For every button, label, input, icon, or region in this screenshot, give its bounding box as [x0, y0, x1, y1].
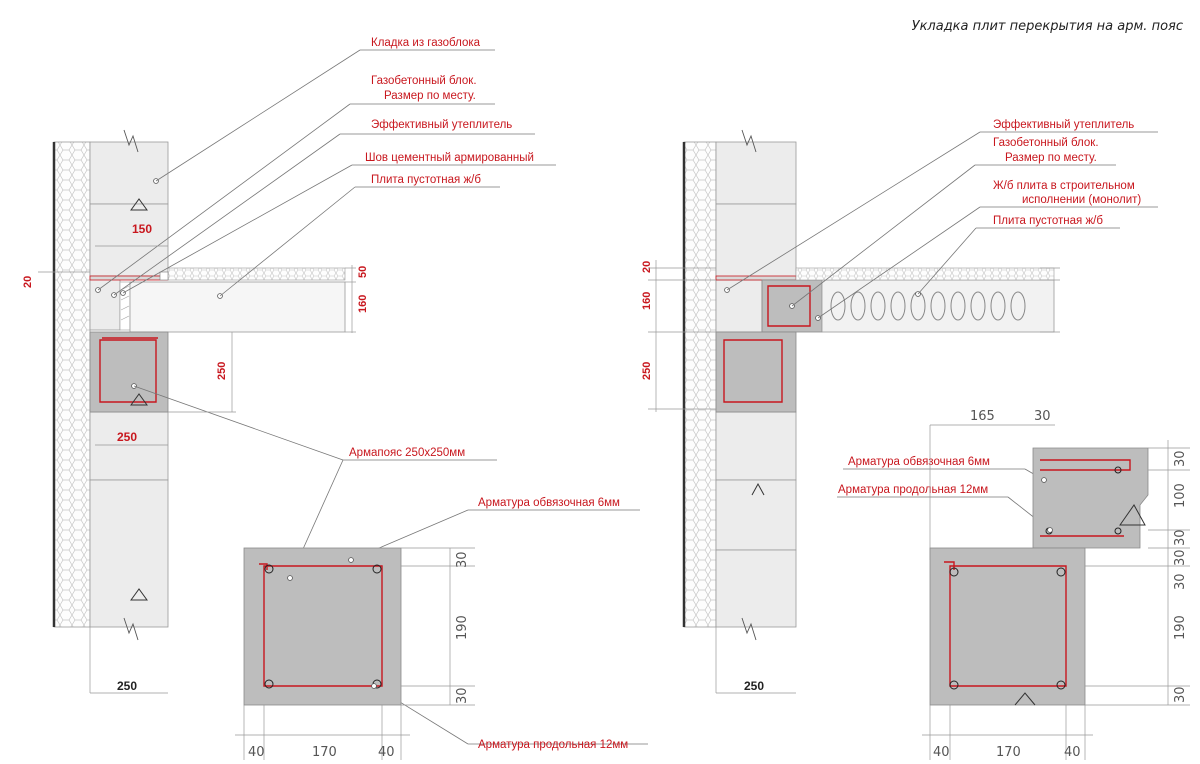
dim-250-bottom: 250 [117, 679, 137, 693]
right-leaders [726, 131, 1158, 531]
sect-dim-40-right: 40 [378, 745, 395, 760]
right-block-5 [715, 549, 797, 628]
left-level-marker-1 [130, 198, 148, 211]
r-dim-m30-b: 30 [1173, 529, 1188, 546]
r-sect-dim-40-left: 40 [933, 745, 950, 760]
dim-250-vertical: 250 [216, 362, 228, 380]
r-label-monolith-2: исполнении (монолит) [1022, 194, 1141, 206]
label-masonry: Кладка из газоблока [371, 37, 481, 49]
r-sect-dim-30-bottom: 30 [1173, 686, 1188, 703]
left-labels: Кладка из газоблока Газобетонный блок. Р… [349, 37, 628, 751]
right-hollow-slab [821, 279, 1055, 333]
right-block-2 [715, 203, 797, 279]
right-armo-belt [715, 331, 797, 413]
label-hollow-slab: Плита пустотная ж/б [371, 174, 481, 186]
right-wall-section [682, 129, 1055, 641]
dim-20: 20 [22, 276, 34, 288]
r-label-aerated-block-1: Газобетонный блок. [993, 137, 1099, 149]
right-aerated-block [715, 279, 763, 333]
right-block-3 [715, 411, 797, 481]
left-block-1 [89, 141, 169, 205]
dim-50: 50 [357, 266, 369, 278]
dim-150: 150 [132, 222, 152, 236]
right-dimensions: 20 160 250 250 [641, 260, 1060, 694]
right-cement-joint [715, 275, 797, 281]
left-wall-section [52, 129, 346, 641]
right-belt-section: 30 190 30 40 170 40 [922, 547, 1190, 760]
left-slab-screed [167, 267, 346, 281]
left-hollow-slab [129, 281, 346, 333]
left-wall-insulation [53, 141, 91, 628]
right-labels: Эффективный утеплитель Газобетонный блок… [838, 119, 1141, 496]
left-dimensions: 150 20 50 160 250 250 250 [22, 222, 369, 694]
sect-dim-40-left: 40 [248, 745, 265, 760]
sect-dim-30-bottom: 30 [455, 687, 470, 704]
dim-160: 160 [357, 295, 369, 313]
dim-250-belt: 250 [117, 430, 137, 444]
drawing-title: Укладка плит перекрытия на арм. пояс [912, 19, 1183, 34]
r-label-insulation: Эффективный утеплитель [993, 119, 1134, 131]
left-armo-belt [89, 331, 169, 413]
r-dim-m100: 100 [1173, 483, 1188, 508]
r-sect-dim-40-right: 40 [1064, 745, 1081, 760]
r-dim-m30-c: 30 [1173, 549, 1188, 566]
r-dim-250-bottom: 250 [744, 679, 764, 693]
r-label-hollow-slab: Плита пустотная ж/б [993, 215, 1103, 227]
r-dim-30-top: 30 [1034, 409, 1051, 424]
sect-dim-170: 170 [312, 745, 337, 760]
r-dim-m30-a: 30 [1173, 450, 1188, 467]
label-long-rebar: Арматура продольная 12мм [478, 739, 628, 751]
r-dim-165: 165 [970, 409, 995, 424]
right-monolith-section: 165 30 30 100 30 30 [929, 409, 1190, 705]
left-leaders [97, 49, 648, 745]
right-wall-insulation [683, 141, 717, 628]
r-label-tie-rebar: Арматура обвязочная 6мм [848, 456, 990, 468]
left-block-3 [89, 411, 169, 481]
right-block-1 [715, 141, 797, 205]
left-block-4 [89, 479, 169, 628]
left-aerated-block [89, 277, 121, 331]
r-sect-dim-190: 190 [1173, 615, 1188, 640]
r-label-monolith-1: Ж/б плита в строительном [993, 180, 1135, 192]
r-dim-160: 160 [641, 292, 653, 310]
right-slab-screed [795, 267, 1055, 281]
r-sect-dim-30-top: 30 [1173, 573, 1188, 590]
label-insulation: Эффективный утеплитель [371, 119, 512, 131]
r-dim-20: 20 [641, 261, 653, 273]
label-armo-belt: Армапояс 250х250мм [349, 447, 465, 459]
left-level-marker-3 [130, 588, 148, 601]
r-dim-250-vertical: 250 [641, 362, 653, 380]
label-aerated-block-1: Газобетонный блок. [371, 75, 477, 87]
right-block-4 [715, 479, 797, 551]
sect-dim-30-top: 30 [455, 551, 470, 568]
r-sect-dim-170: 170 [996, 745, 1021, 760]
sect-dim-190: 190 [455, 615, 470, 640]
left-level-marker-2 [130, 393, 148, 406]
label-tie-rebar: Арматура обвязочная 6мм [478, 497, 620, 509]
left-cement-joint [89, 275, 169, 281]
r-label-long-rebar: Арматура продольная 12мм [838, 484, 988, 496]
label-aerated-block-2: Размер по месту. [384, 90, 476, 102]
left-belt-section: 30 190 30 40 170 40 [235, 547, 475, 760]
label-joint: Шов цементный армированный [365, 152, 534, 164]
r-label-aerated-block-2: Размер по месту. [1005, 152, 1097, 164]
